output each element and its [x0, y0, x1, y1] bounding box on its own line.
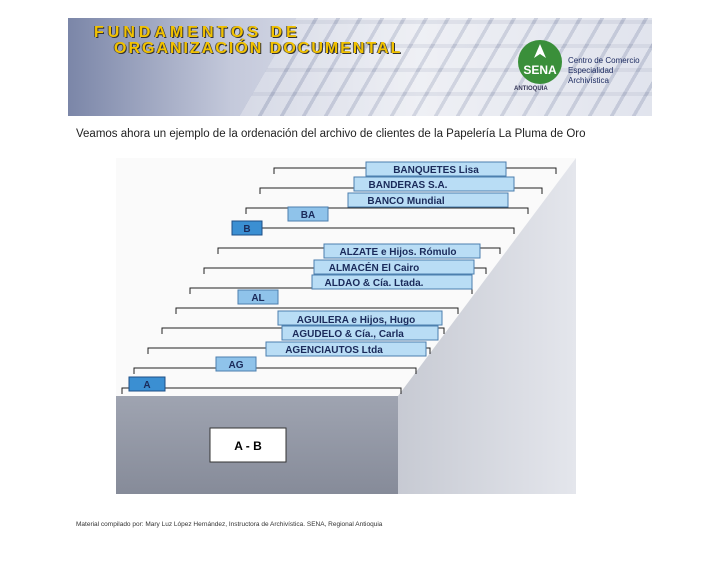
guide-tab-A: A: [128, 376, 166, 392]
guide-label: A: [143, 380, 150, 391]
guide-tab-AL: AL: [237, 289, 279, 305]
card-label: BANDERAS S.A.: [369, 180, 448, 191]
card-label: AGUDELO & Cía., Carla: [292, 329, 404, 340]
card-label: AGENCIAUTOS Ltda: [285, 345, 383, 356]
logo-text: SENA: [523, 63, 557, 77]
drawer-label-plate: [209, 427, 287, 463]
guide-label: AL: [251, 293, 264, 304]
guide-tab-B: B: [231, 220, 263, 236]
card-agenciautos: AGENCIAUTOS Ltda: [265, 341, 427, 357]
guide-label: B: [243, 224, 250, 235]
drawer-side: [398, 158, 576, 494]
header-banner: FUNDAMENTOS DE ORGANIZACIÓN DOCUMENTAL S…: [68, 18, 652, 116]
banner-title-line2: ORGANIZACIÓN DOCUMENTAL: [114, 40, 403, 57]
guide-tab-AG: AG: [215, 356, 257, 372]
guide-label: AG: [229, 360, 244, 371]
card-banquetes: BANQUETES Lisa: [365, 161, 507, 177]
sena-logo-icon: SENA: [518, 40, 562, 84]
file-drawer-diagram: A - B A AG AL B BA BANQUETES Lisa: [116, 158, 576, 494]
card-label: ALDAO & Cía. Ltada.: [325, 278, 424, 289]
card-agudelo: AGUDELO & Cía., Carla: [281, 325, 439, 341]
footer-credit: Material compilado por: Mary Luz López H…: [76, 521, 383, 528]
card-banderas: BANDERAS S.A.: [353, 176, 515, 192]
card-label: ALMACÉN El Cairo: [329, 261, 420, 274]
center-line-2: Especialidad Archivística: [568, 66, 614, 85]
card-label: BANQUETES Lisa: [393, 165, 479, 176]
card-aguilera: AGUILERA e Hijos, Hugo: [277, 310, 443, 326]
card-alzate: ALZATE e Hijos. Rómulo: [323, 243, 481, 259]
card-label: ALZATE e Hijos. Rómulo: [339, 247, 456, 258]
guide-label: BA: [301, 210, 315, 221]
card-aldao: ALDAO & Cía. Ltada.: [311, 274, 473, 290]
card-banco: BANCO Mundial: [347, 192, 509, 208]
intro-text: Veamos ahora un ejemplo de la ordenación…: [76, 128, 586, 140]
guide-tab-BA: BA: [287, 206, 329, 222]
banner-title-line1: FUNDAMENTOS DE: [94, 24, 301, 41]
logo-region: ANTIOQUIA: [514, 86, 548, 92]
drawer-label: A - B: [234, 439, 262, 453]
card-label: AGUILERA e Hijos, Hugo: [297, 315, 416, 326]
card-almacen: ALMACÉN El Cairo: [313, 259, 475, 275]
card-label: BANCO Mundial: [367, 196, 444, 207]
center-line-1: Centro de Comercio: [568, 56, 640, 65]
